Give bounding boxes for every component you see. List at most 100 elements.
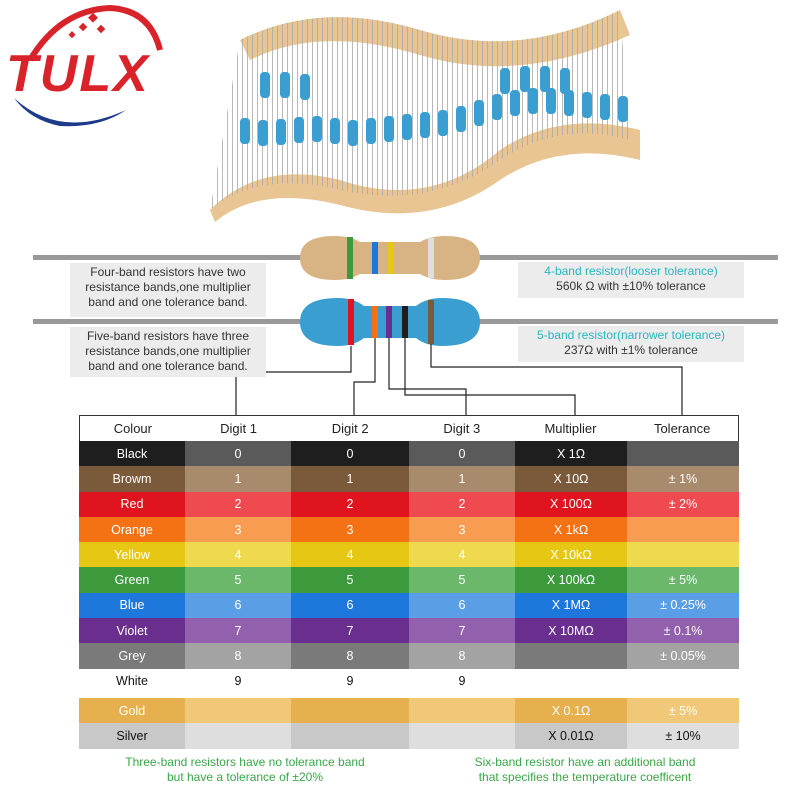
table-cell-d2: 7 — [291, 618, 409, 644]
band-black — [402, 306, 408, 338]
three-band-note: Three-band resistors have no tolerance b… — [100, 755, 390, 785]
six-band-note-line: that specifies the temperature coefficen… — [478, 770, 692, 784]
band-blue — [372, 242, 378, 274]
table-cell-d3: 0 — [409, 441, 515, 467]
six-band-note: Six-band resistor have an additional ban… — [440, 755, 730, 785]
table-cell-colour: Browm — [79, 466, 185, 492]
table-cell-d3: 1 — [409, 466, 515, 492]
table-cell-d2: 1 — [291, 466, 409, 492]
logo-text: TULX — [6, 45, 150, 103]
table-cell-d1: 5 — [185, 567, 291, 593]
table-cell-mult: X 1Ω — [515, 441, 627, 467]
four-band-info: 4-band resistor(looser tolerance) 560k Ω… — [518, 262, 744, 298]
four-band-description: Four-band resistors have two resistance … — [70, 263, 266, 317]
table-cell-tol: ± 5% — [627, 567, 739, 593]
table-cell-tol: ± 10% — [627, 723, 739, 749]
table-cell-d1: 1 — [185, 466, 291, 492]
table-cell-tol: ± 0.05% — [627, 643, 739, 669]
four-band-desc-line: Four-band resistors have two — [90, 265, 246, 279]
four-band-desc-line: band and one tolerance band. — [88, 295, 248, 309]
table-cell-d3: 9 — [409, 668, 515, 694]
table-cell-d1: 3 — [185, 516, 291, 543]
table-cell-colour: Red — [79, 491, 185, 517]
table-cell-tol: ± 0.25% — [627, 592, 739, 619]
table-cell-colour: Green — [79, 567, 185, 593]
table-cell-d3 — [409, 697, 515, 724]
logo-graphic — [14, 4, 163, 127]
table-cell-mult: X 0.01Ω — [515, 723, 627, 749]
band-red — [348, 299, 354, 345]
header-multiplier: Multiplier — [544, 421, 597, 436]
five-band-desc-line: band and one tolerance band. — [88, 359, 248, 373]
table-header-row: Colour Digit 1 Digit 2 Digit 3 Multiplie… — [79, 415, 739, 441]
table-cell-tol — [627, 668, 739, 694]
table-cell-d2: 8 — [291, 643, 409, 669]
table-cell-d3: 5 — [409, 567, 515, 593]
header-digit-2: Digit 2 — [331, 421, 369, 436]
header-digit-1: Digit 1 — [220, 421, 257, 436]
table-cell-d2: 6 — [291, 592, 409, 619]
table-cell-d2: 4 — [291, 542, 409, 568]
five-band-desc-line: Five-band resistors have three — [86, 329, 250, 343]
four-band-title: 4-band resistor(looser tolerance) — [544, 264, 718, 278]
five-band-title: 5-band resistor(narrower tolerance) — [536, 328, 726, 342]
table-cell-mult: X 10Ω — [515, 466, 627, 492]
table-cell-tol: ± 2% — [627, 491, 739, 517]
color-code-table: Colour Digit 1 Digit 2 Digit 3 Multiplie… — [79, 415, 739, 749]
four-band-desc-line: resistance bands,one multiplier — [85, 280, 251, 294]
four-band-value: 560k Ω with ±10% tolerance — [556, 279, 706, 293]
table-cell-d3 — [409, 723, 515, 749]
table-cell-d2 — [291, 723, 409, 749]
table-cell-tol — [627, 441, 739, 467]
table-cell-d1: 0 — [185, 441, 291, 467]
band-silver — [428, 238, 434, 278]
table-cell-d2 — [291, 697, 409, 724]
table-cell-tol: ± 0.1% — [627, 618, 739, 644]
table-cell-tol: ± 5% — [627, 697, 739, 724]
table-cell-d1: 4 — [185, 542, 291, 568]
table-cell-colour: Yellow — [79, 542, 185, 568]
table-cell-d1: 2 — [185, 491, 291, 517]
resistor-tape-photo — [200, 0, 645, 222]
six-band-note-line: Six-band resistor have an additional ban… — [474, 755, 696, 769]
table-cell-colour: White — [79, 668, 185, 694]
band-brown — [428, 300, 434, 344]
five-band-desc-line: resistance bands,one multiplier — [85, 344, 251, 358]
table-cell-mult: X 10MΩ — [515, 618, 627, 644]
table-cell-mult: X 1MΩ — [515, 592, 627, 619]
table-cell-d1: 9 — [185, 668, 291, 694]
table-cell-d2: 3 — [291, 516, 409, 543]
band-violet — [386, 306, 392, 338]
band-yellow — [388, 242, 394, 274]
table-cell-colour: Grey — [79, 643, 185, 669]
five-band-description: Five-band resistors have three resistanc… — [70, 327, 266, 377]
table-cell-mult — [515, 668, 627, 694]
brand-logo — [0, 0, 170, 140]
table-cell-d1: 6 — [185, 592, 291, 619]
table-cell-colour: Black — [79, 441, 185, 467]
table-cell-d2: 9 — [291, 668, 409, 694]
table-cell-mult — [515, 643, 627, 669]
five-band-value: 237Ω with ±1% tolerance — [564, 343, 698, 357]
table-cell-mult: X 10kΩ — [515, 542, 627, 568]
table-cell-mult: X 0.1Ω — [515, 697, 627, 724]
table-cell-mult: X 100kΩ — [515, 567, 627, 593]
table-cell-d1 — [185, 697, 291, 724]
table-cell-d3: 2 — [409, 491, 515, 517]
header-colour: Colour — [113, 421, 152, 436]
three-band-note-line: Three-band resistors have no tolerance b… — [125, 755, 365, 769]
band-orange — [372, 306, 378, 338]
table-cell-d3: 6 — [409, 592, 515, 619]
table-cell-d1: 7 — [185, 618, 291, 644]
